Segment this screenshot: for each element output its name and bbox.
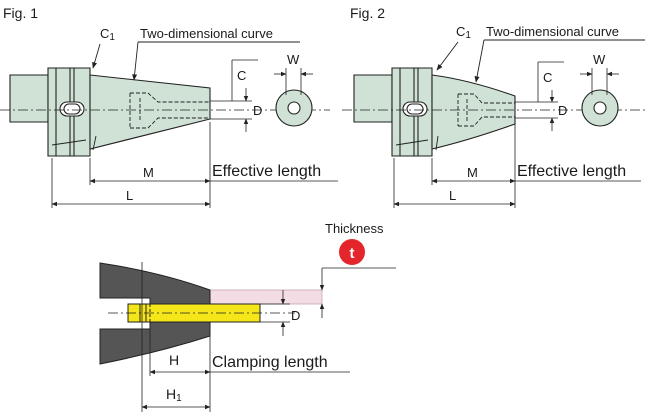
h1-label: H1: [166, 386, 182, 404]
fig1-c-d-dimensions: [210, 59, 258, 132]
thickness-leader: [319, 267, 396, 318]
fig1-w-label: W: [287, 52, 300, 67]
fig2-c-d-dimensions: [515, 61, 564, 131]
fig1-curve-label: Two-dimensional curve: [140, 26, 273, 41]
fig2-curve-label: Two-dimensional curve: [486, 24, 619, 39]
fig2-c1-leader: [435, 41, 459, 151]
fig1-curve-leader: [132, 41, 300, 81]
thickness-badge: t: [339, 239, 365, 265]
fig2-length-dimensions: [393, 124, 641, 208]
fig1-effective-label: Effective length: [212, 163, 321, 180]
fig2-curve-leader: [474, 39, 645, 83]
fig2-end-view: [580, 68, 619, 127]
fig2-holder-body: [353, 67, 516, 157]
fig1-m-label: M: [143, 165, 154, 180]
fig1-length-dimensions: [51, 122, 338, 208]
h-label: H: [169, 352, 179, 368]
figure-1: Fig. 1: [0, 5, 338, 208]
fig2-w-label: W: [593, 52, 606, 67]
thickness-band: [209, 289, 323, 305]
figure-2: Fig. 2 W: [342, 5, 645, 208]
fig1-title: Fig. 1: [3, 5, 38, 21]
fig2-m-label: M: [467, 165, 478, 180]
clamping-length-label: Clamping length: [212, 354, 328, 371]
clamp-h-dimensions: [141, 262, 350, 412]
thickness-badge-letter: t: [350, 245, 355, 262]
fig2-d-label: D: [558, 103, 567, 118]
fig1-end-view: [274, 68, 313, 127]
fig1-c-label: C: [237, 68, 246, 83]
fig1-holder-body: [9, 67, 211, 157]
fig1-l-label: L: [126, 188, 133, 203]
fig2-title: Fig. 2: [350, 5, 385, 21]
clamping-figure: Thickness t: [99, 221, 396, 412]
fig2-l-label: L: [449, 188, 456, 203]
fig2-effective-label: Effective length: [517, 163, 626, 180]
thickness-label: Thickness: [325, 221, 384, 236]
clamp-d-label: D: [291, 308, 300, 323]
fig1-c1-leader: [92, 43, 101, 151]
fig1-c1-label: C1: [100, 26, 115, 43]
clamp-d-dimension: [260, 290, 290, 336]
fig2-c1-label: C1: [456, 24, 471, 41]
fig1-d-label: D: [253, 103, 262, 118]
fig2-c-label: C: [543, 70, 552, 85]
